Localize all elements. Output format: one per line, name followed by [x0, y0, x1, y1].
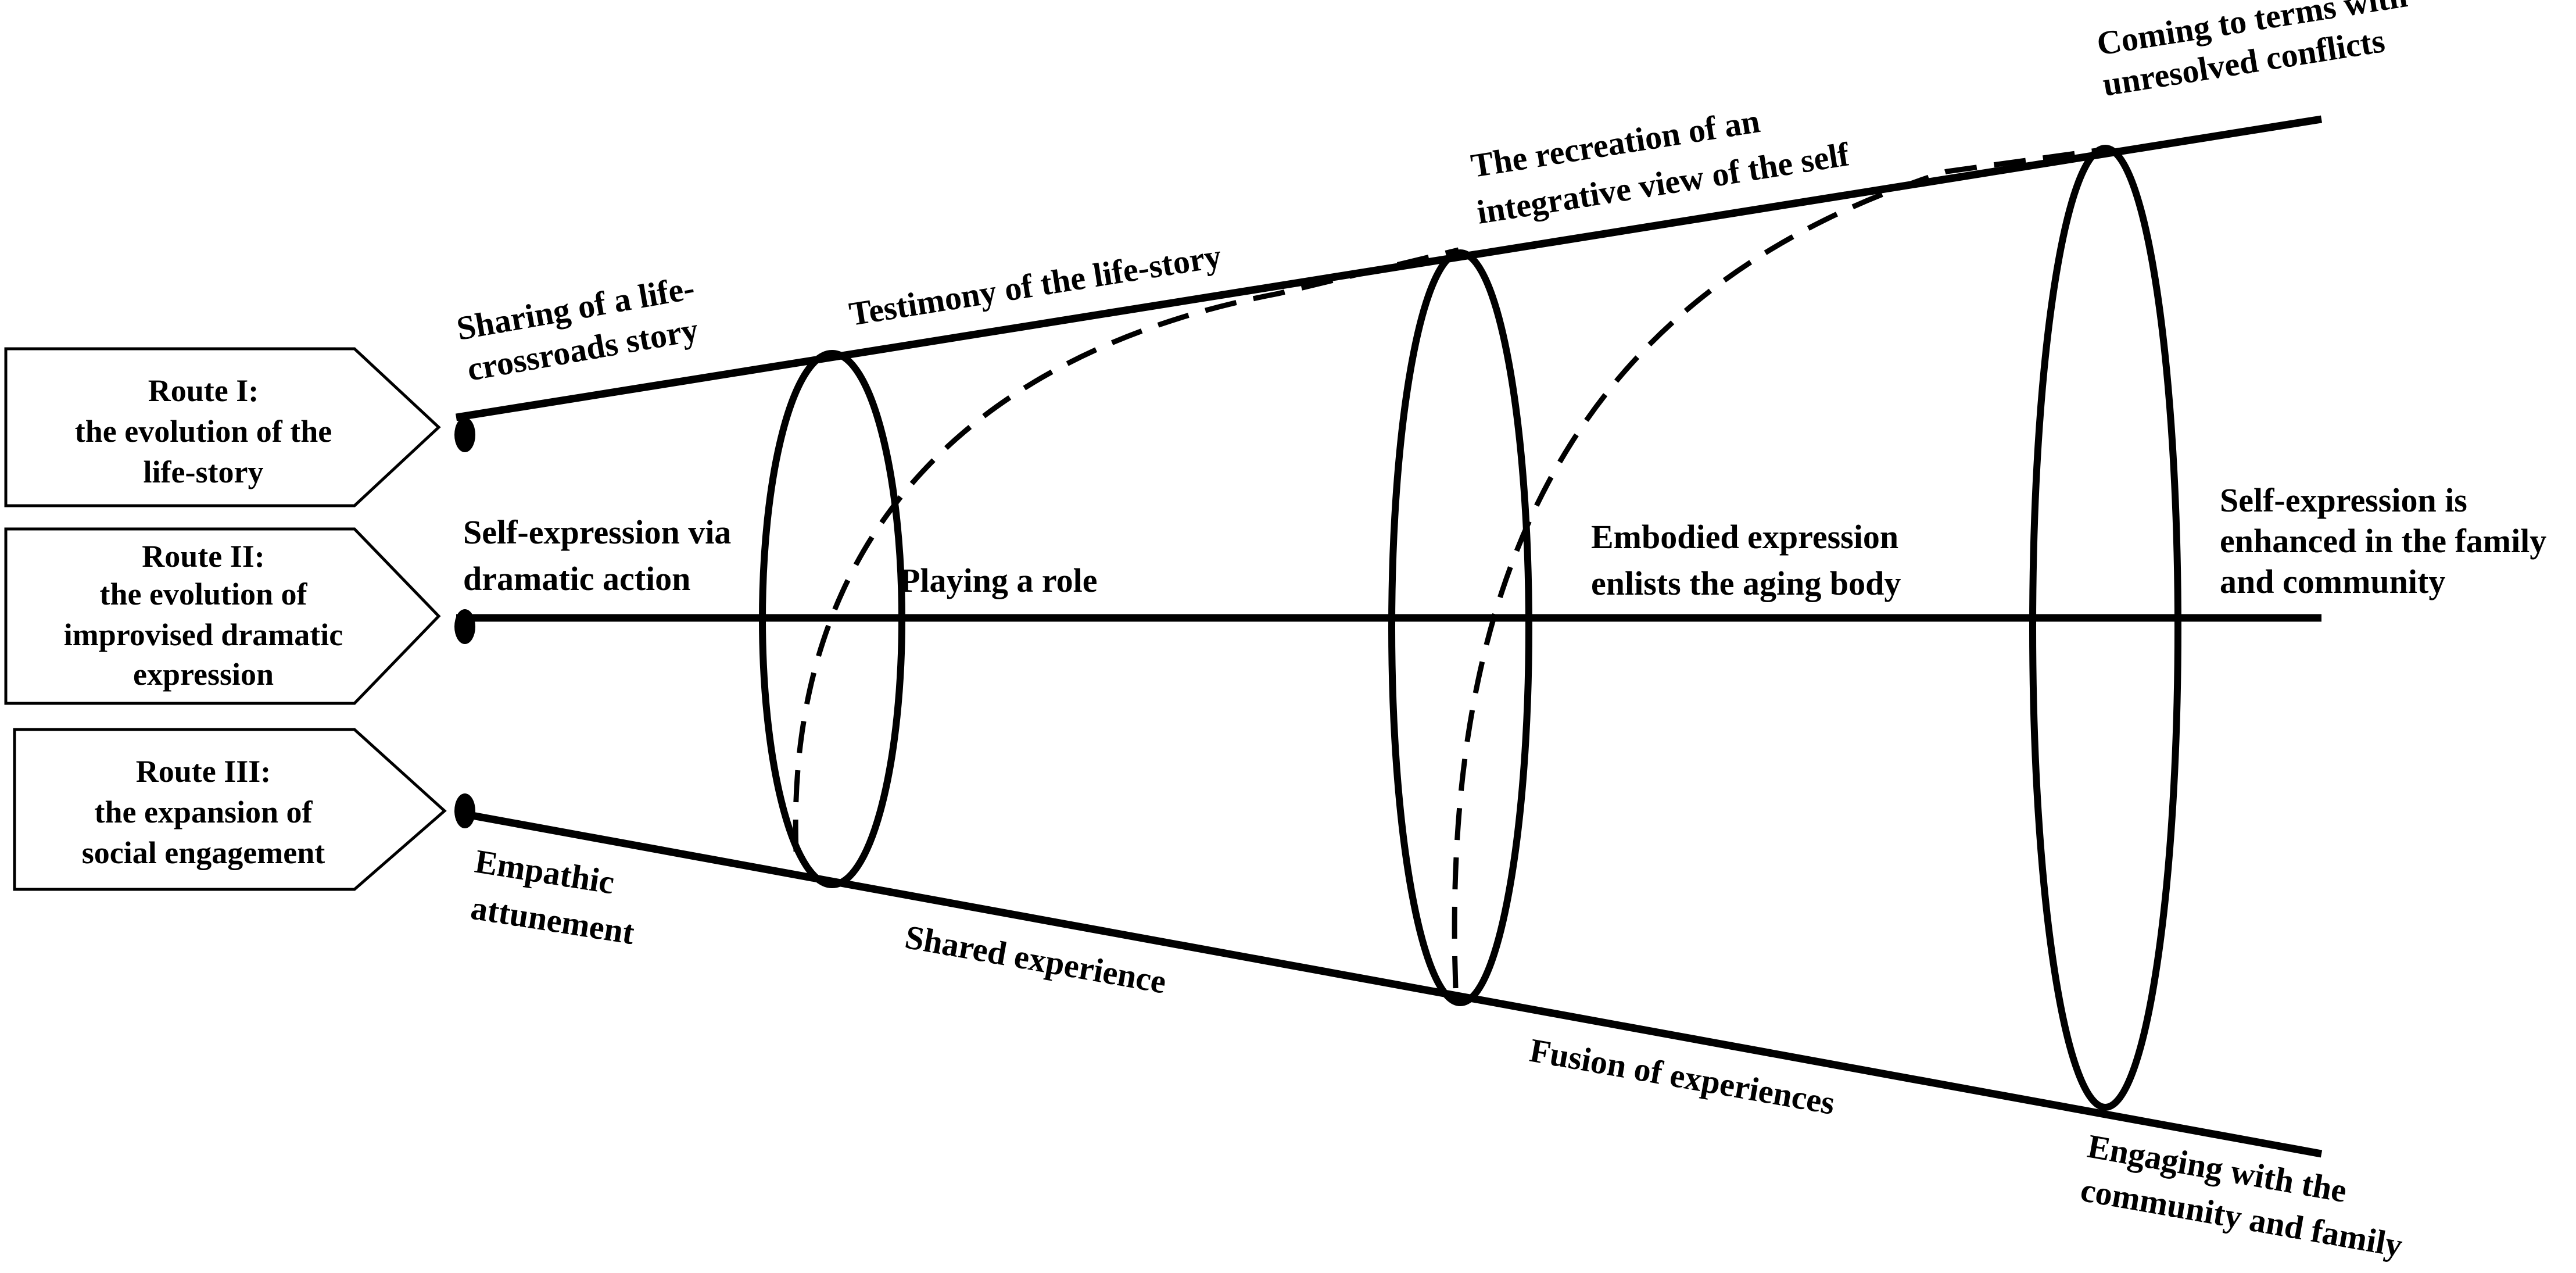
route-2-box: [4, 527, 441, 705]
top-labels: Sharing of a life- crossroads story Test…: [454, 0, 2410, 388]
label-selfexpr-1: Self-expression via: [463, 513, 731, 551]
label-empathic-2: attunement: [468, 889, 637, 952]
label-embodied-2: enlists the aging body: [1591, 564, 1901, 602]
middle-labels: Self-expression via dramatic action Play…: [463, 481, 2546, 602]
route-3-box: [13, 728, 447, 891]
label-selfexpr-2: dramatic action: [463, 560, 690, 598]
top-route-line: [455, 115, 2323, 421]
route-1-line2: life-story: [144, 455, 264, 489]
route-2-line2: improvised dramatic: [64, 617, 343, 652]
route-3-title: Route III:: [136, 754, 271, 789]
label-fusion: Fusion of experiences: [1527, 1031, 1838, 1122]
route-2-line1: the evolution of: [100, 577, 308, 612]
label-enhanced-1: Self-expression is: [2220, 481, 2467, 519]
dashed-curves: [793, 147, 2101, 989]
route-1-line1: the evolution of the: [75, 414, 332, 449]
start-dots: [454, 417, 475, 828]
cross-sections: [759, 145, 2181, 1111]
ellipse-1: [759, 350, 905, 888]
route-labels: Route I: the evolution of the life-story…: [64, 373, 343, 870]
bottom-start-dot: [454, 793, 475, 828]
label-enhanced-2: enhanced in the family: [2220, 522, 2546, 560]
top-start-dot: [454, 417, 475, 452]
label-shared: Shared experience: [902, 918, 1169, 1001]
ellipse-3: [2029, 145, 2181, 1111]
route-3-line1: the expansion of: [94, 795, 313, 829]
route-1-title: Route I:: [148, 373, 259, 408]
route-boxes: [4, 347, 447, 891]
label-playing: Playing a role: [900, 562, 1097, 599]
label-enhanced-3: and community: [2220, 563, 2445, 600]
middle-start-dot: [454, 609, 475, 644]
route-2-line3: expression: [133, 657, 274, 692]
bottom-route-line: [455, 809, 2323, 1158]
bottom-labels: Empathic attunement Shared experience Fu…: [468, 842, 2405, 1265]
route-3-line2: social engagement: [82, 835, 325, 870]
label-embodied-1: Embodied expression: [1591, 518, 1898, 556]
route-2-title: Route II:: [142, 539, 265, 574]
dashed-curve-1: [793, 247, 1460, 852]
label-testimony: Testimony of the life-story: [847, 237, 1224, 332]
route-1-box: [4, 347, 441, 507]
dashed-curve-2: [1452, 147, 2101, 989]
ellipse-2: [1388, 249, 1532, 1006]
